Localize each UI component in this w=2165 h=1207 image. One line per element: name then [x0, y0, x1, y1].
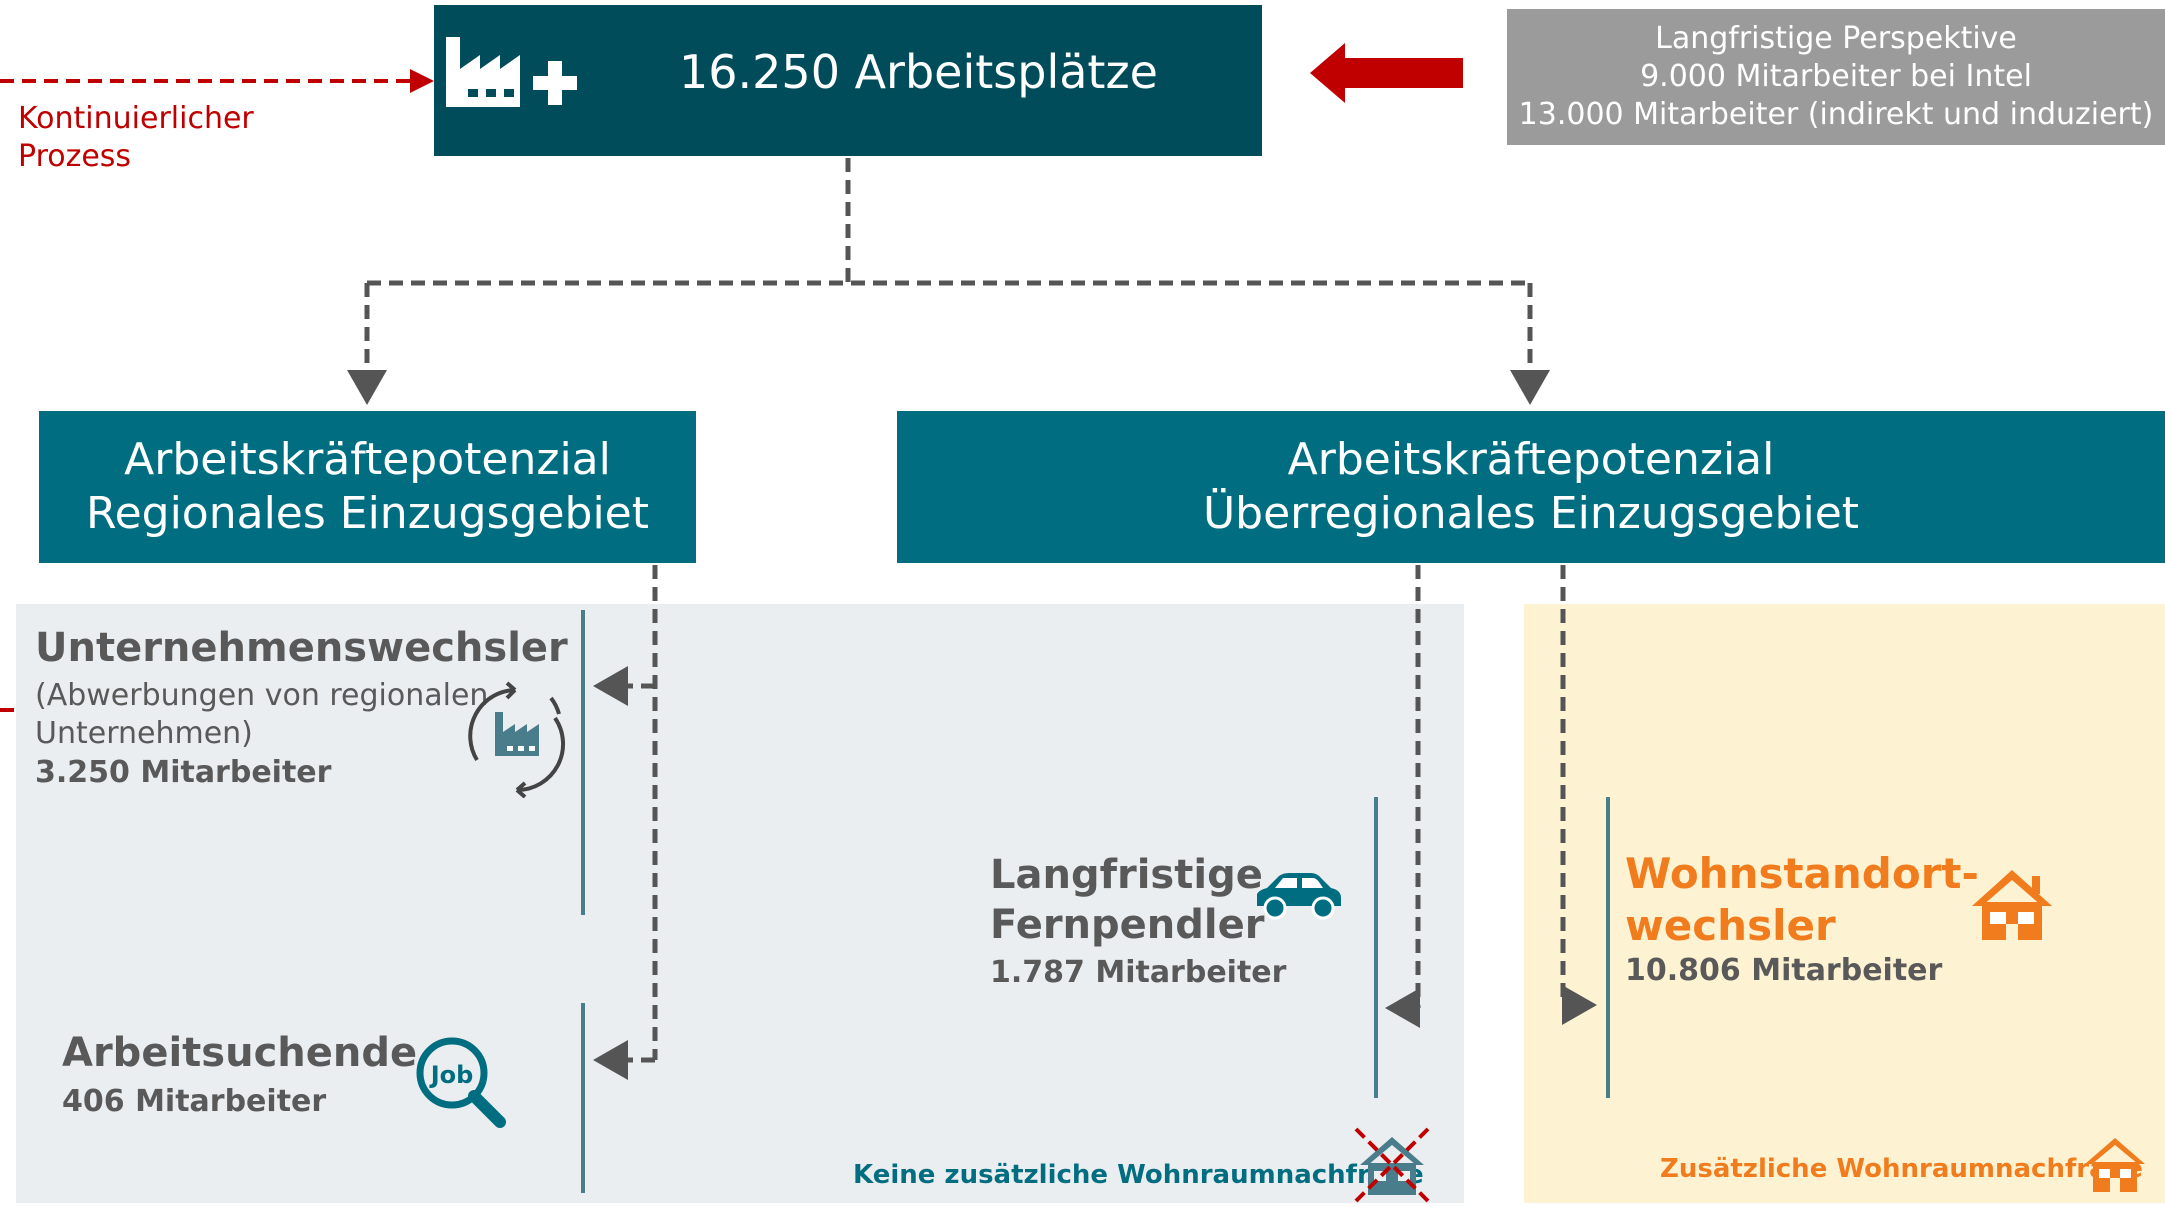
house-icon	[1968, 866, 2056, 946]
company-switchers-title: Unternehmenswechsler	[35, 625, 568, 671]
continuous-process-label: Kontinuierlicher Prozess	[18, 101, 254, 174]
job-seekers-title: Arbeitsuchende	[62, 1030, 418, 1076]
jobs-total-title: 16.250 Arbeitsplätze	[679, 45, 1158, 99]
long-term-perspective-box: Langfristige Perspektive 9.000 Mitarbeit…	[1507, 9, 2165, 145]
regional-box-line-2: Regionales Einzugsgebiet	[85, 488, 650, 539]
relocators-title-2: wechsler	[1625, 901, 1836, 950]
perspective-line-1: Langfristige Perspektive	[1655, 21, 2017, 56]
crossed-house-icon	[1352, 1125, 1432, 1207]
commuters-title-1: Langfristige	[990, 852, 1263, 898]
supra-regional-catchment-box: Arbeitskräftepotenzial Überregionales Ei…	[897, 411, 2165, 563]
commuters-count: 1.787 Mitarbeiter	[990, 955, 1287, 990]
factory-cycle-icon	[455, 678, 575, 802]
relocators-title: Wohnstandort- wechsler	[1625, 848, 2025, 952]
company-switchers-count: 3.250 Mitarbeiter	[35, 755, 332, 790]
perspective-line-2: 9.000 Mitarbeiter bei Intel	[1640, 59, 2032, 94]
supra-box-line-1: Arbeitskräftepotenzial	[1287, 434, 1775, 485]
supra-box-line-2: Überregionales Einzugsgebiet	[1202, 488, 1860, 539]
no-additional-housing-label: Keine zusätzliche Wohnraumnachfrage	[853, 1160, 1424, 1190]
job-icon-text: Job	[429, 1061, 474, 1089]
small-house-icon	[2083, 1134, 2147, 1198]
relocators-count: 10.806 Mitarbeiter	[1625, 953, 1943, 988]
regional-box-line-1: Arbeitskräftepotenzial	[124, 434, 611, 485]
regional-panel	[16, 604, 1464, 1203]
commuters-title-2: Fernpendler	[990, 902, 1265, 948]
company-switchers-desc-2: Unternehmen)	[35, 716, 253, 751]
factory-plus-icon	[444, 29, 594, 123]
regional-catchment-box: Arbeitskräftepotenzial Regionales Einzug…	[39, 411, 696, 563]
job-seekers-count: 406 Mitarbeiter	[62, 1084, 327, 1119]
relocators-title-1: Wohnstandort-	[1625, 849, 1979, 898]
job-search-icon: Job	[410, 1033, 510, 1137]
additional-housing-label: Zusätzliche Wohnraumnachfrage	[1660, 1154, 2143, 1184]
perspective-line-3: 13.000 Mitarbeiter (indirekt und induzie…	[1518, 97, 2154, 132]
jobs-total-box: 16.250 Arbeitsplätze	[434, 5, 1262, 156]
relocation-panel	[1524, 604, 2165, 1203]
red-perspective-arrow	[1310, 43, 1463, 103]
car-icon	[1253, 870, 1345, 926]
company-switchers-desc-1: (Abwerbungen von regionalen	[35, 678, 489, 713]
